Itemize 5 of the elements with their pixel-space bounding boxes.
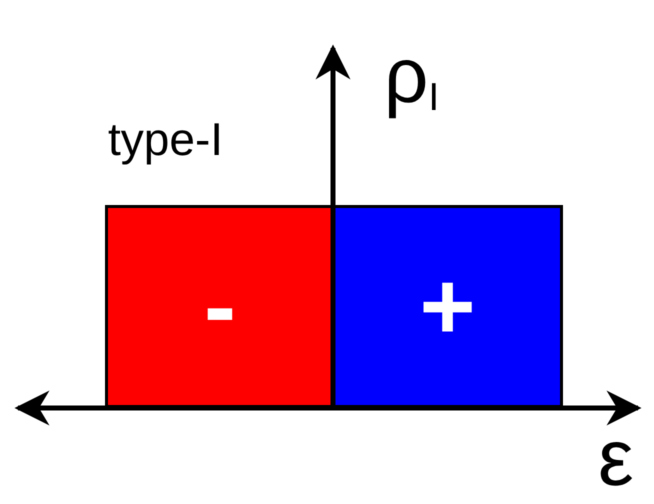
- sign-symbol: +: [419, 258, 476, 354]
- axis-label: ρ$_{I}$: [384, 36, 440, 117]
- axis-label: ε: [598, 418, 634, 498]
- sign-symbol: -: [204, 258, 236, 354]
- type-label: type-I: [108, 116, 224, 162]
